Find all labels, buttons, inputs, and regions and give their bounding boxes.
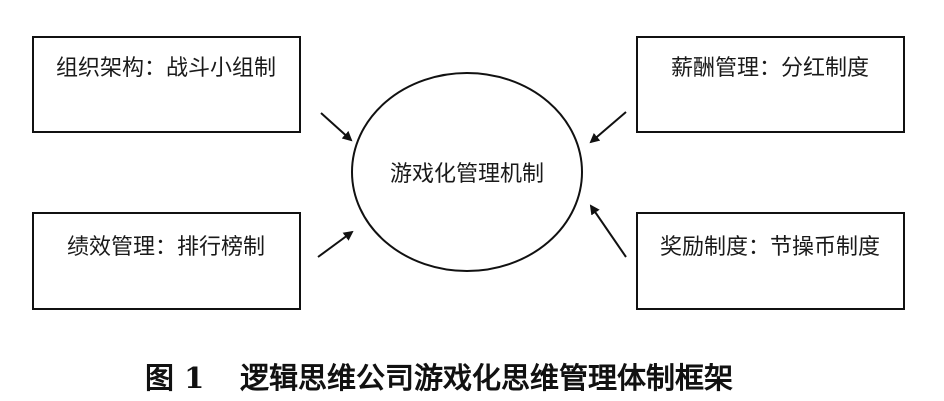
box-organization-structure: 组织架构：战斗小组制 — [32, 36, 301, 133]
box-compensation-management-label: 薪酬管理：分红制度 — [671, 56, 869, 81]
box-reward-system-label: 奖励制度：节操币制度 — [660, 235, 880, 260]
box-compensation-management: 薪酬管理：分红制度 — [636, 36, 905, 133]
figure-caption-title: 逻辑思维公司游戏化思维管理体制框架 — [240, 361, 733, 395]
box-performance-management-label: 绩效管理：排行榜制 — [67, 235, 265, 260]
figure-caption-number: 图 1 — [145, 361, 204, 395]
box-organization-structure-label: 组织架构：战斗小组制 — [56, 56, 276, 81]
arrow-top-right — [589, 111, 627, 144]
center-mechanism-label: 游戏化管理机制 — [390, 162, 544, 187]
center-mechanism: 游戏化管理机制 — [351, 72, 583, 272]
box-performance-management: 绩效管理：排行榜制 — [32, 212, 301, 310]
box-reward-system: 奖励制度：节操币制度 — [636, 212, 905, 310]
figure-caption: 图 1 逻辑思维公司游戏化思维管理体制框架 — [145, 361, 733, 395]
arrow-bottom-left — [317, 230, 354, 258]
arrow-top-left — [320, 112, 353, 142]
arrow-bottom-right — [589, 204, 627, 258]
